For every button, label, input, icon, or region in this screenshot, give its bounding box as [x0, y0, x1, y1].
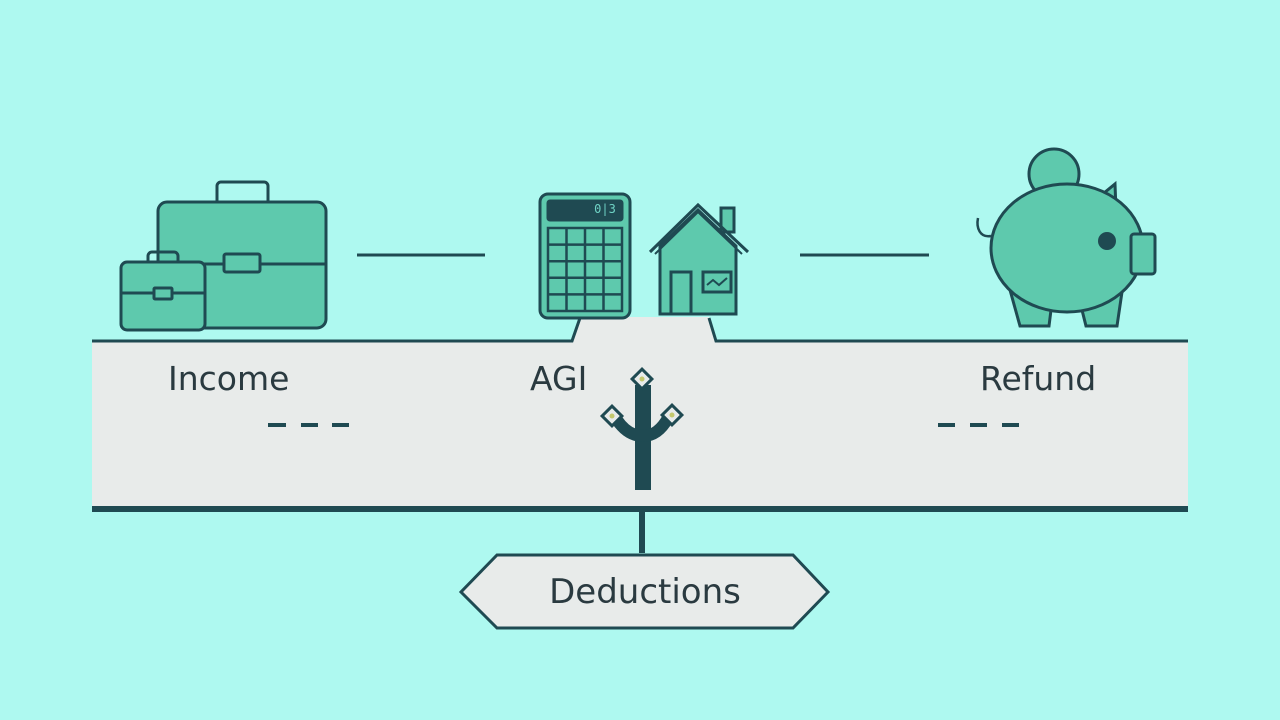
briefcase-icon: [119, 180, 328, 332]
income-label: Income: [168, 359, 290, 398]
house-icon: [648, 202, 750, 316]
calculator-display-text: 0|3: [594, 202, 616, 216]
deductions-label: Deductions: [549, 572, 741, 612]
branching-signpost-icon: [599, 366, 685, 490]
refund-label: Refund: [980, 359, 1097, 398]
piggy-bank-icon: [976, 147, 1157, 328]
calculator-icon: [538, 192, 632, 320]
agi-label: AGI: [530, 359, 588, 398]
panel-top-line: [92, 317, 1188, 343]
deductions-box: [458, 553, 831, 630]
